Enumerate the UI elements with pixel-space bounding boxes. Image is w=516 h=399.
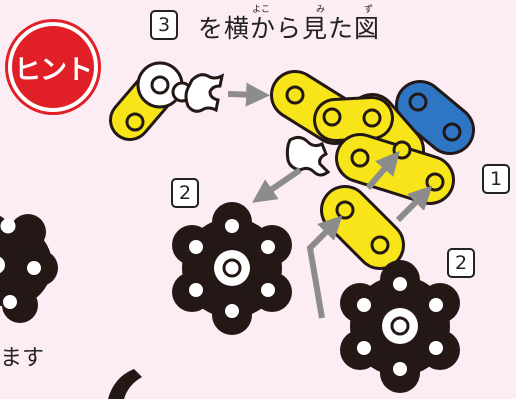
label-2-left-text: 2 xyxy=(178,182,192,204)
ruby-yoko: よこ xyxy=(252,5,271,15)
ruby-zu: ず xyxy=(364,5,374,15)
blue-chain-link xyxy=(395,80,475,155)
hint-label: ヒント xyxy=(14,54,93,86)
gear-assembly-left xyxy=(172,202,292,335)
gear-left-partial xyxy=(0,214,58,323)
yellow-link-lower xyxy=(320,185,405,270)
connector-clip xyxy=(184,73,225,113)
hint-badge: ヒント xyxy=(8,22,98,112)
page-title: を横から見た図 xyxy=(198,14,381,43)
bottom-text-fragment: ます xyxy=(0,346,45,371)
arrow-to-left-gear xyxy=(252,167,302,203)
step-number: 3 xyxy=(157,14,171,36)
arrow-to-chain xyxy=(227,82,270,107)
single-chain-link xyxy=(109,61,193,141)
step-number-box: 3 xyxy=(150,10,178,40)
arrow-up-center xyxy=(365,150,400,190)
white-clip-small xyxy=(285,135,331,177)
label-2-left: 2 xyxy=(171,178,199,208)
label-1-text: 1 xyxy=(489,168,503,190)
arrow-up-right xyxy=(395,185,433,223)
arrow-bent xyxy=(306,215,343,319)
gear-assembly-right xyxy=(340,260,460,393)
label-1: 1 xyxy=(482,164,510,194)
label-2-right: 2 xyxy=(447,248,475,278)
bottom-partial-shape xyxy=(108,369,142,399)
ruby-mi: み xyxy=(316,5,326,15)
label-2-right-text: 2 xyxy=(454,252,468,274)
